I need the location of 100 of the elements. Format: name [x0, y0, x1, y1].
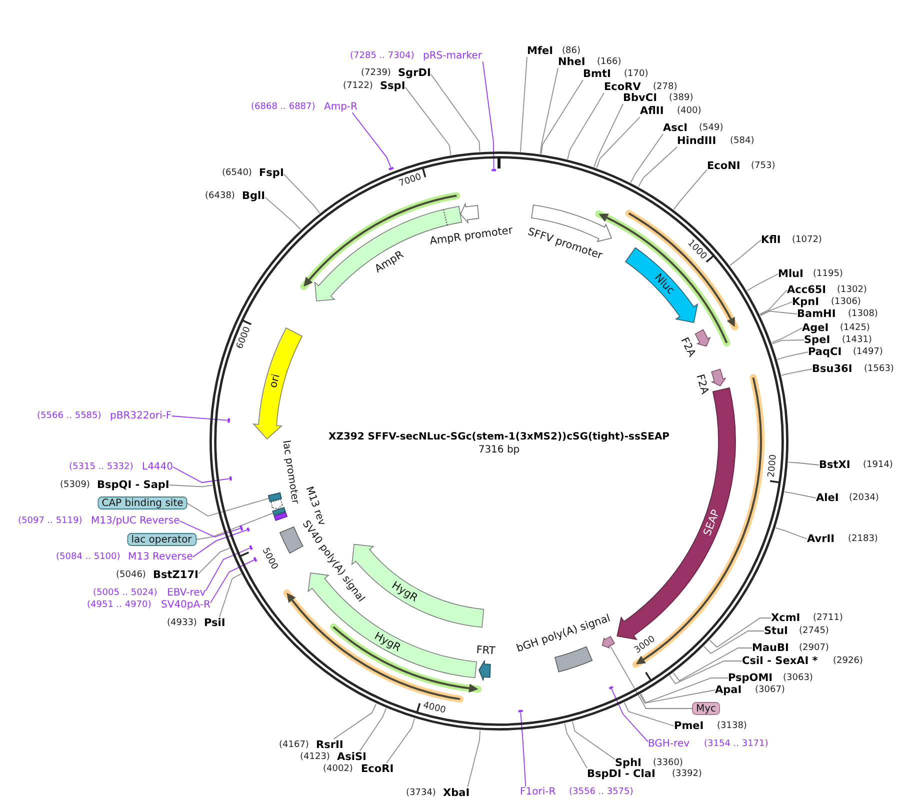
cut-position: (1914) — [863, 460, 893, 470]
primer-range: (5315 .. 5332) — [69, 462, 134, 472]
cut-position: (1302) — [837, 285, 867, 295]
primer-site-mark — [608, 686, 614, 690]
leader-line — [672, 648, 752, 682]
primer-name: EBV-rev — [167, 588, 206, 598]
leader-line — [168, 484, 213, 488]
feature-label: ori — [267, 372, 282, 390]
enzyme-name: MfeI — [527, 45, 554, 57]
leader-line — [703, 630, 764, 654]
enzyme-name: HindIII — [677, 135, 716, 147]
leader-line — [610, 646, 693, 709]
enzyme-name: BspQI - SapI — [97, 479, 170, 491]
enzyme-name: FspI — [259, 167, 284, 179]
primer-site-mark — [249, 545, 253, 550]
cut-position: (5046) — [116, 570, 146, 580]
leader-line — [564, 723, 588, 768]
cut-position: (7239) — [361, 68, 391, 78]
primer-range: (5084 .. 5100) — [56, 552, 120, 562]
leader-line — [611, 688, 648, 742]
cut-position: (3360) — [653, 758, 683, 768]
enzyme-name: Bsu36I — [812, 363, 852, 375]
enzyme-name: PsiI — [204, 617, 226, 629]
leader-line — [430, 74, 480, 152]
leader-line — [540, 68, 558, 154]
leader-line — [520, 56, 528, 152]
primer-range: (5097 .. 5119) — [18, 516, 82, 526]
enzyme-name: EcoRV — [604, 81, 641, 93]
enzyme-name: AgeI — [802, 322, 829, 334]
enzyme-name: SpeI — [804, 334, 830, 346]
cut-position: (1306) — [831, 297, 861, 307]
leader-line — [359, 708, 387, 752]
enzyme-name: SspI — [380, 80, 406, 92]
cut-position: (1072) — [792, 235, 822, 245]
primer-site-mark — [239, 525, 244, 531]
leader-line — [781, 368, 812, 376]
cut-position: (584) — [730, 136, 754, 146]
cut-position: (4933) — [167, 618, 197, 628]
cut-position: (2907) — [799, 643, 829, 653]
feature-callout: CAP binding site — [98, 496, 188, 510]
feature-label: SEAP — [701, 508, 722, 538]
leader-line — [594, 104, 624, 168]
enzyme-name: RsrII — [316, 739, 344, 751]
cut-position: (2926) — [833, 656, 863, 666]
enzyme-name: XbaI — [443, 787, 470, 799]
cut-position: (4002) — [323, 764, 353, 774]
enzyme-name: BstZ17I — [153, 569, 198, 581]
enzyme-name: ApaI — [715, 684, 742, 696]
sequence-length: 7316 bp — [478, 444, 520, 456]
primer-name: SV40pA-R — [161, 600, 210, 610]
enzyme-name: AsiSI — [337, 751, 366, 763]
enzyme-name: BamHI — [797, 308, 836, 320]
cut-position: (5309) — [60, 480, 90, 490]
leader-line — [624, 702, 674, 726]
enzyme-name: StuI — [764, 625, 788, 637]
leader-line — [572, 721, 616, 760]
leader-line — [179, 520, 240, 538]
leader-line — [172, 466, 230, 483]
primer-range: (4951 .. 4970) — [87, 600, 152, 610]
leader-line — [283, 174, 320, 214]
cut-position: (4123) — [300, 752, 330, 762]
cut-position: (6438) — [205, 191, 235, 201]
enzyme-name: EcoNI — [707, 160, 740, 172]
primer-site-mark — [229, 476, 232, 481]
leader-line — [760, 310, 798, 316]
leader-line — [186, 498, 269, 516]
cut-position: (1431) — [842, 335, 872, 345]
cut-position: (549) — [699, 123, 724, 133]
cut-position: (2183) — [848, 534, 878, 544]
leader-line — [196, 512, 274, 540]
feature-label: F2A — [678, 336, 698, 359]
primer-site-mark — [246, 527, 250, 532]
leader-line — [775, 527, 808, 540]
cut-position: (2745) — [799, 626, 829, 636]
enzyme-name: BspDI - ClaI — [587, 768, 656, 780]
primer-name: F1ori-R — [520, 786, 556, 798]
leader-line — [596, 116, 640, 168]
leader-line — [729, 240, 762, 266]
cut-position: (1308) — [848, 309, 878, 319]
primer-name: M13/pUC Reverse — [91, 516, 180, 526]
enzyme-name: EcoRI — [361, 763, 394, 775]
primer-site-mark — [253, 556, 258, 562]
leader-line — [760, 302, 792, 316]
leader-line — [467, 730, 481, 788]
primer-name: L4440 — [142, 462, 174, 472]
cut-position: (166) — [597, 57, 622, 67]
enzyme-name: CsiI - SexAI * — [742, 655, 818, 667]
feature-label: FRT — [476, 644, 496, 658]
cut-position: (753) — [751, 161, 776, 171]
enzyme-name: PspOMI — [728, 672, 773, 684]
tick-label: 7000 — [398, 172, 423, 190]
feature-label: lac promoter — [280, 440, 300, 505]
leader-line — [630, 134, 664, 184]
primer-range: (7285 .. 7304) — [350, 51, 414, 61]
leader-line — [784, 491, 816, 498]
primer-name: BGH-rev — [648, 738, 690, 750]
enzyme-name: MluI — [778, 268, 804, 280]
map-feature — [602, 636, 615, 648]
cut-position: (3138) — [717, 721, 747, 731]
leader-line — [709, 618, 772, 648]
